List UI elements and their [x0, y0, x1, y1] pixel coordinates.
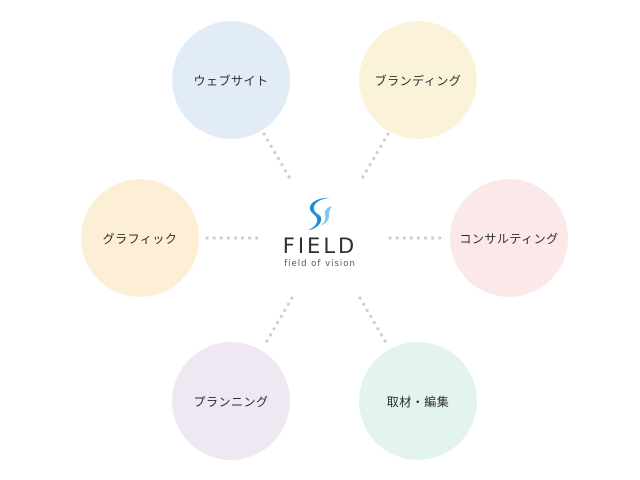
service-circle-planning[interactable]: プランニング — [172, 342, 290, 460]
service-circle-branding[interactable]: ブランディング — [359, 21, 477, 139]
service-label-branding: ブランディング — [374, 73, 462, 88]
service-circle-consulting[interactable]: コンサルティング — [450, 179, 568, 297]
connector-planning — [262, 296, 294, 348]
connector-branding — [358, 132, 390, 184]
logo-tagline: field of vision — [284, 259, 356, 269]
service-circle-editorial[interactable]: 取材・編集 — [359, 342, 477, 460]
service-label-web: ウェブサイト — [193, 73, 269, 88]
service-label-planning: プランニング — [193, 394, 269, 409]
connector-web — [262, 132, 294, 184]
logo-wordmark: FIELD — [282, 234, 358, 258]
service-label-graphic: グラフィック — [102, 231, 178, 246]
service-label-consulting: コンサルティング — [459, 231, 559, 246]
service-circle-graphic[interactable]: グラフィック — [81, 179, 199, 297]
service-circle-web[interactable]: ウェブサイト — [172, 21, 290, 139]
field-logo-mark-icon — [308, 197, 332, 230]
connector-editorial — [358, 296, 390, 348]
field-logo: FIELD field of vision — [270, 196, 370, 286]
service-label-editorial: 取材・編集 — [386, 394, 450, 409]
